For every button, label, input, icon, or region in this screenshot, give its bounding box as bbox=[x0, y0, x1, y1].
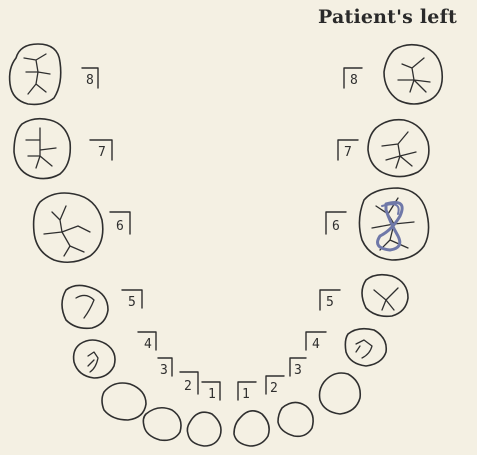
tooth-left-5 bbox=[362, 275, 408, 317]
bracket-marks bbox=[82, 68, 362, 400]
label-right-5: 5 bbox=[128, 295, 136, 310]
label-right-4: 4 bbox=[144, 337, 152, 352]
tooth-left-4 bbox=[345, 329, 386, 366]
tooth-right-6 bbox=[34, 193, 103, 262]
label-left-1: 1 bbox=[242, 387, 250, 402]
label-right-3: 3 bbox=[160, 363, 168, 378]
label-right-6: 6 bbox=[116, 219, 124, 234]
tooth-right-3 bbox=[102, 383, 146, 420]
tooth-right-7 bbox=[14, 119, 70, 179]
tooth-left-2 bbox=[278, 402, 313, 436]
label-right-8: 8 bbox=[86, 73, 94, 88]
tooth-right-5 bbox=[62, 285, 108, 328]
tooth-right-1 bbox=[187, 412, 221, 446]
tooth-left-3 bbox=[320, 373, 361, 414]
tooth-right-4 bbox=[74, 340, 115, 378]
label-left-8: 8 bbox=[350, 73, 358, 88]
label-left-3: 3 bbox=[294, 363, 302, 378]
tooth-left-8 bbox=[384, 45, 442, 104]
tooth-left-7 bbox=[368, 120, 429, 177]
label-right-2: 2 bbox=[184, 379, 192, 394]
tooth-right-8 bbox=[10, 44, 61, 104]
label-right-7: 7 bbox=[98, 145, 106, 160]
label-left-6: 6 bbox=[332, 219, 340, 234]
label-right-1: 1 bbox=[208, 387, 216, 402]
tooth-right-2 bbox=[143, 408, 181, 441]
tooth-left-1 bbox=[234, 411, 269, 446]
label-left-2: 2 bbox=[270, 381, 278, 396]
label-left-7: 7 bbox=[344, 145, 352, 160]
label-left-4: 4 bbox=[312, 337, 320, 352]
label-left-5: 5 bbox=[326, 295, 334, 310]
